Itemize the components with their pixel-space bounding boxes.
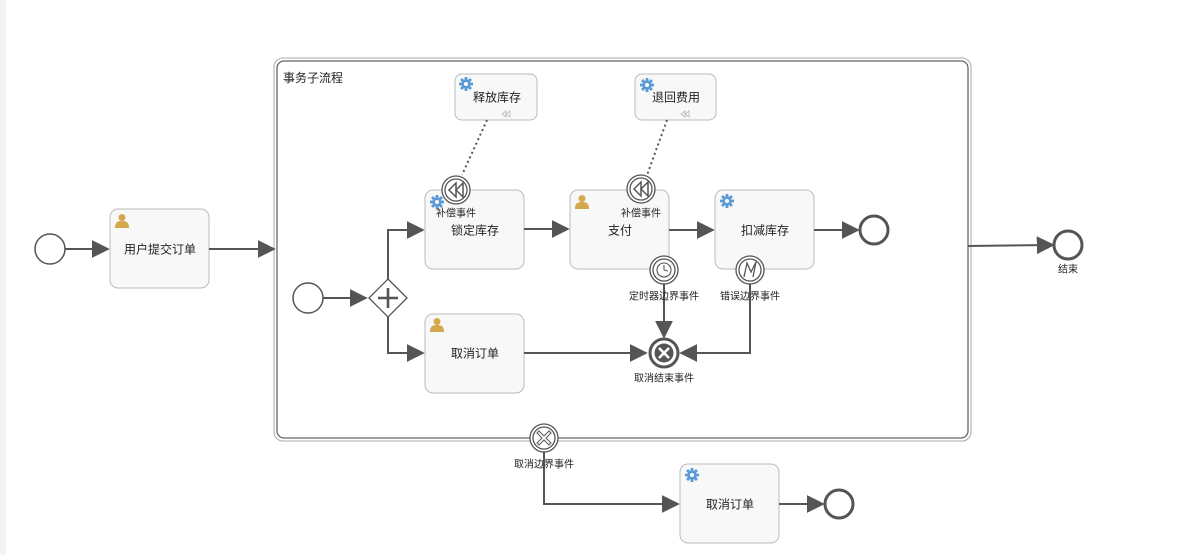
task-label-submit-order: 用户提交订单 [123,242,197,257]
x-icon [658,347,670,359]
event-label-timer-boundary: 定时器边界事件 [629,291,699,303]
cancel-end-event[interactable] [648,337,680,369]
flow-gateway-to-cancel [387,317,425,362]
task-label-release-stock: 释放库存 [472,90,522,105]
event-label-compensate-lock: 补偿事件 [436,208,476,220]
rewind-icon [447,181,464,199]
task-label-lock-stock: 锁定库存 [450,223,500,238]
task-label-cancel-order-inner: 取消订单 [450,346,500,361]
task-label-deduct-stock: 扣减库存 [740,223,790,238]
rewind-icon [501,110,511,118]
gear-icon [720,194,734,208]
timer-boundary-event[interactable] [649,255,679,285]
inner-end-event[interactable] [858,214,890,246]
end-event[interactable] [1052,229,1084,261]
task-label-cancel-order-outer: 取消订单 [705,497,755,512]
event-label-end: 结束 [1058,264,1078,276]
flow-subprocess-to-end [967,236,1055,255]
compensation-boundary-lock[interactable] [441,175,471,205]
task-refund[interactable] [634,73,717,121]
event-label-cancel-boundary: 取消边界事件 [514,459,574,471]
association-lock-compensation [461,119,488,176]
event-label-compensate-pay: 补偿事件 [621,208,661,220]
x-icon [536,430,552,446]
canvas-edge [0,0,6,555]
cancel-boundary-event[interactable] [529,423,559,453]
outer-cancel-end-event[interactable] [823,488,855,520]
compensation-boundary-pay[interactable] [626,174,656,204]
subprocess-title: 事务子流程 [283,71,344,85]
task-label-pay: 支付 [607,223,633,238]
clock-icon [656,262,672,278]
lightning-icon [743,260,757,278]
flow-gateway-to-lock [387,221,425,279]
event-label-cancel-end: 取消结束事件 [634,373,694,385]
start-event[interactable] [34,233,66,265]
rewind-icon [680,110,690,118]
gear-icon [459,77,473,91]
rewind-icon [632,180,649,198]
task-release-stock[interactable] [454,73,538,121]
event-label-error-boundary: 错误边界事件 [720,291,780,303]
error-boundary-event[interactable] [735,255,765,285]
flow-cancel-boundary-to-cancel-order [543,452,680,513]
task-label-refund: 退回费用 [651,90,701,105]
flow-error-to-cancel-end [679,284,751,362]
inner-start-event[interactable] [292,282,324,314]
plus-icon [378,288,398,308]
gear-icon [685,468,699,482]
